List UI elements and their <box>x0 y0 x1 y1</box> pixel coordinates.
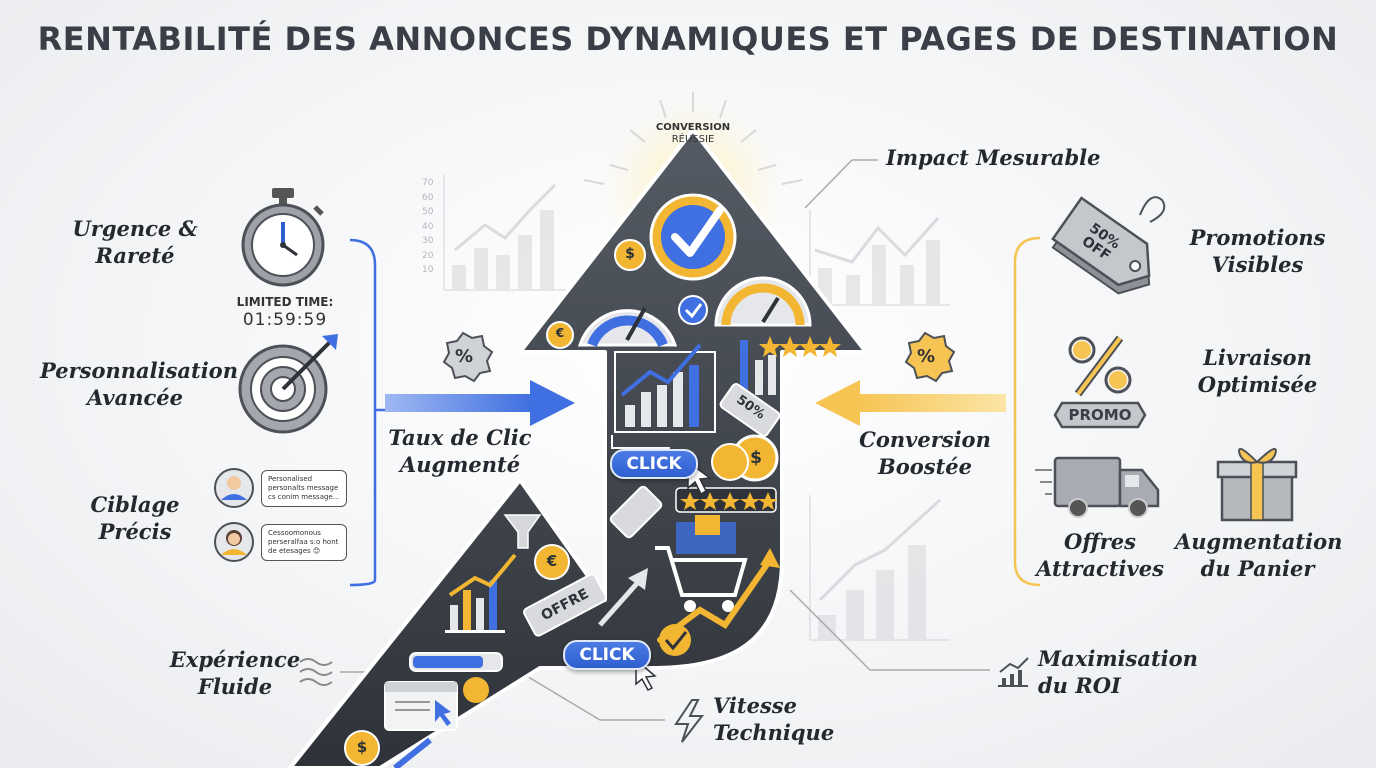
label-offres-attractives: Offres Attractives <box>1036 529 1164 581</box>
target-icon <box>238 334 338 434</box>
dollar-coin-bottom-text: $ <box>356 738 368 756</box>
label-impact-mesurable: Impact Mesurable <box>886 145 1101 170</box>
background-chart-right-top <box>809 210 950 306</box>
label-vitesse-technique: Vitesse Technique <box>713 693 835 745</box>
avatar-icon-female <box>214 522 254 562</box>
label-livraison-optimisee: Livraison Optimisée <box>1197 345 1318 397</box>
axis-tick: 10 <box>422 265 434 275</box>
dollar-coin-text: $ <box>750 448 762 468</box>
sale-tag-icon <box>1051 196 1166 295</box>
label-conversion-boostee: Conversion Boostée <box>859 427 991 479</box>
background-chart-right-bottom <box>809 495 950 641</box>
euro-coin-text: € <box>546 552 558 570</box>
axis-tick: 70 <box>422 178 434 188</box>
percent-badge-right-text: % <box>916 346 936 367</box>
growth-arrow <box>288 128 868 768</box>
chat-bubble-second: Cessoomonous perseralfaa s:o hont de ete… <box>261 524 347 561</box>
connector-lines <box>340 159 1041 721</box>
mini-chart-axis: 70 60 50 40 30 20 10 <box>422 176 442 278</box>
promo-sign-icon <box>1053 401 1147 429</box>
label-promotions-visibles: Promotions Visibles <box>1189 225 1326 277</box>
percent-symbol-icon <box>1068 335 1132 397</box>
click-button-lower[interactable]: CLICK <box>563 640 651 670</box>
gift-box-icon <box>1216 447 1298 522</box>
wave-icon <box>299 658 333 686</box>
label-urgence-rarete: Urgence & Rareté <box>72 216 198 268</box>
roi-chart-icon <box>998 657 1029 687</box>
dollar-coin-small-text: $ <box>625 246 635 262</box>
euro-coin-top-text: € <box>555 326 565 340</box>
timer-value: 01:59:59 <box>242 310 328 330</box>
label-ciblage: Ciblage Précis <box>90 492 180 544</box>
peak-label-line1: CONVERSION <box>655 122 731 133</box>
delivery-truck-icon <box>1035 456 1160 518</box>
peak-label: CONVERSION RÉUSSIE <box>643 122 743 146</box>
stopwatch-icon <box>241 188 325 287</box>
label-personnalisation: Personnalisation Avancée <box>40 358 238 410</box>
axis-tick: 60 <box>422 192 434 203</box>
yellow-arrow <box>815 380 1006 426</box>
label-augmentation-panier: Augmentation du Panier <box>1175 529 1343 581</box>
click-button-upper[interactable]: CLICK <box>610 449 698 479</box>
label-experience-fluide: Expérience Fluide <box>169 647 301 699</box>
blue-arrow <box>385 380 575 426</box>
lightning-icon <box>674 699 705 743</box>
arrow-icons <box>344 193 841 768</box>
peak-label-line2: RÉUSSIE <box>671 134 715 145</box>
page-title: RENTABILITÉ DES ANNONCES DYNAMIQUES ET P… <box>37 20 1339 58</box>
percent-badge-left <box>442 331 494 383</box>
chat-bubble-first: Personalised personalts message cs conim… <box>261 470 347 507</box>
avatar-icon-male <box>214 468 254 508</box>
axis-tick: 30 <box>422 236 434 246</box>
percent-badge-left-text: % <box>454 346 474 367</box>
label-taux-de-clic: Taux de Clic Augmenté <box>388 425 532 477</box>
axis-tick: 20 <box>422 250 434 261</box>
percent-badge-right <box>904 331 956 383</box>
background-chart-left <box>443 175 570 291</box>
timer-caption: LIMITED TIME: <box>236 295 334 309</box>
label-maximisation-roi: Maximisation du ROI <box>1038 646 1198 698</box>
axis-tick: 40 <box>422 221 434 232</box>
axis-tick: 50 <box>422 207 434 217</box>
promo-sign-text: PROMO <box>1068 406 1132 424</box>
